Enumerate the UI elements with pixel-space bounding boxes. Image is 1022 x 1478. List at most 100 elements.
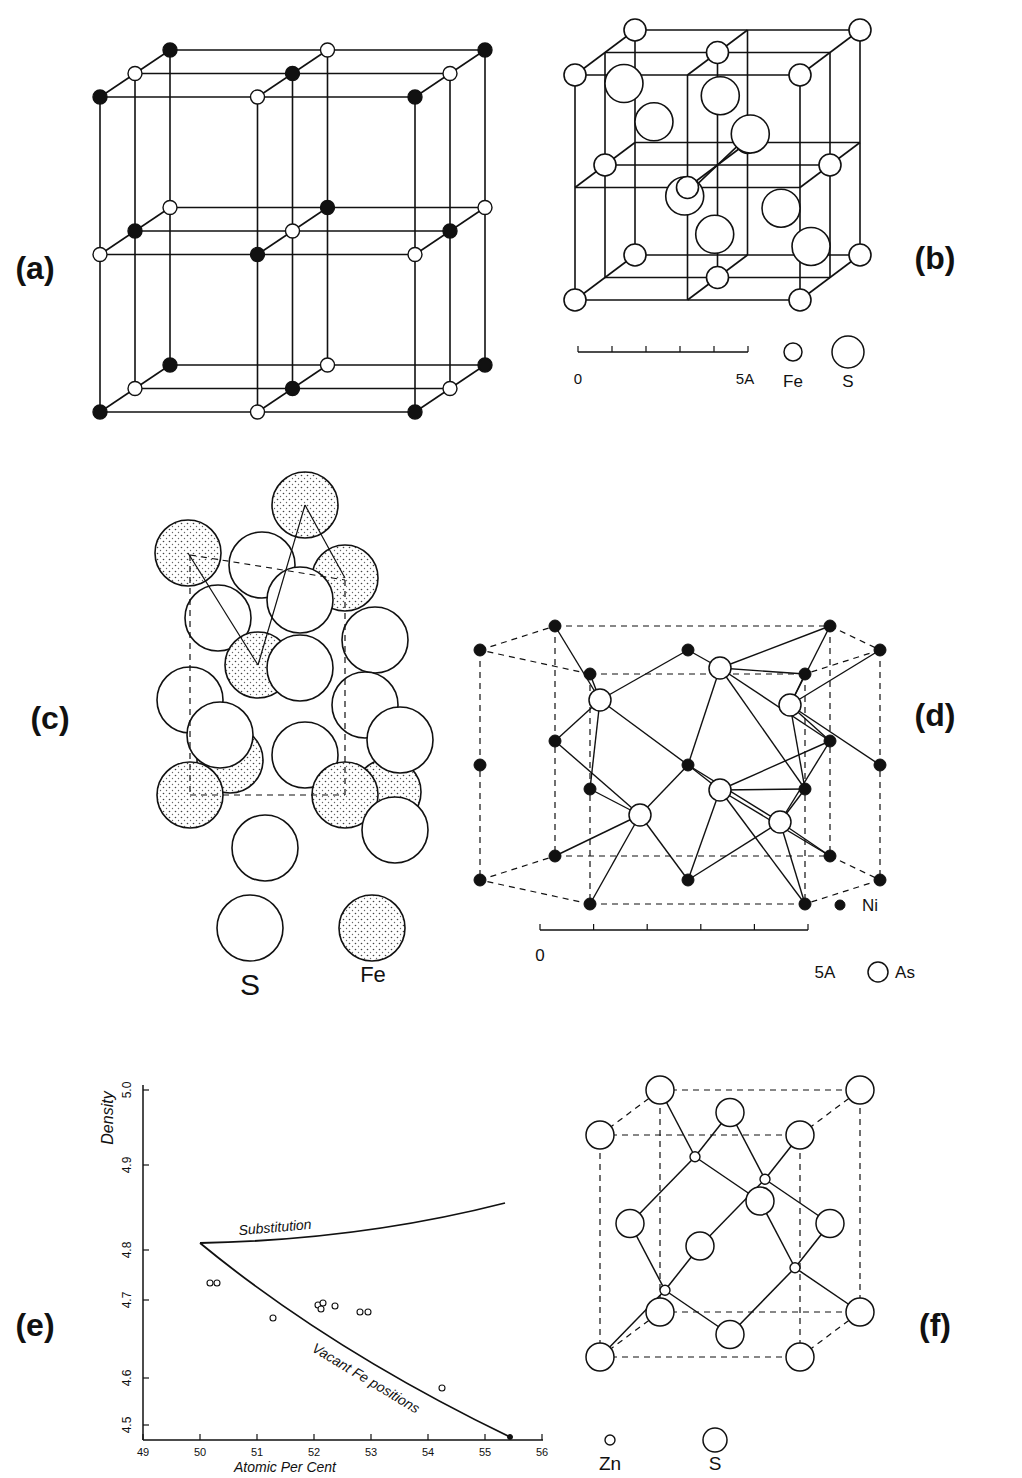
nickel-atom (799, 668, 811, 680)
displacement-arrow (258, 505, 305, 665)
arsenic-atom (709, 779, 731, 801)
sulfur-atom (586, 1121, 614, 1149)
nickel-atom (874, 874, 886, 886)
legend-label: Fe (360, 964, 386, 986)
legend-swatch (703, 1428, 727, 1452)
nickel-atom (549, 735, 561, 747)
axis-tick-label: 51 (251, 1447, 263, 1458)
sulfur-atom (762, 189, 800, 227)
ni-as-bond (720, 668, 830, 741)
cell-edge (859, 1090, 860, 1312)
y-axis (142, 1085, 144, 1440)
anion-atom (93, 248, 107, 262)
iron-atom (624, 244, 646, 266)
iron-atom (819, 154, 841, 176)
iron-atom (707, 42, 729, 64)
data-point (357, 1309, 363, 1315)
x-tick (142, 1434, 143, 1440)
vacancy-curve (200, 1243, 510, 1437)
arsenic-atom (769, 811, 791, 833)
sulfur-sphere (187, 702, 253, 768)
cell-edge (830, 626, 880, 650)
legend-swatch (217, 895, 283, 961)
cell-edge (480, 626, 555, 650)
nickel-atom (824, 850, 836, 862)
iron-atom (789, 289, 811, 311)
arsenic-atom (589, 689, 611, 711)
ni-as-bond (790, 705, 880, 765)
cation-atom (93, 405, 107, 419)
cell-edge (600, 1356, 800, 1357)
x-tick (370, 1434, 371, 1440)
panel-label: (d) (915, 699, 956, 731)
y-tick (143, 1377, 149, 1378)
figure-label: 0 (535, 947, 544, 964)
nickel-atom (682, 759, 694, 771)
sulfur-atom (731, 115, 769, 153)
cation-atom (251, 248, 265, 262)
sulfur-sphere (232, 815, 298, 881)
anion-atom (286, 224, 300, 238)
ni-as-bond (720, 741, 830, 790)
nickel-atom (824, 735, 836, 747)
scale-tick (700, 924, 701, 930)
ni-as-bond (790, 650, 880, 705)
ni-as-bond (720, 790, 830, 856)
pyrite-lattice (564, 19, 871, 311)
data-point (508, 1435, 513, 1440)
nickel-atom (549, 620, 561, 632)
iron-atom (594, 154, 616, 176)
iron-atom (564, 289, 586, 311)
iron-atom (707, 267, 729, 289)
nickel-atom (474, 644, 486, 656)
figure-label: 5A (736, 371, 754, 386)
legend-label: As (895, 964, 915, 981)
scale-tick (611, 346, 612, 352)
nickel-atom (474, 874, 486, 886)
ni-as-bond (600, 700, 688, 765)
ni-as-bond (688, 790, 720, 880)
y-tick (143, 1089, 149, 1090)
cell-edge (600, 1134, 800, 1135)
x-tick (313, 1434, 314, 1440)
sulfur-atom (786, 1121, 814, 1149)
anion-atom (251, 405, 265, 419)
panel-label: (e) (15, 1309, 54, 1341)
axis-tick-label: 4.5 (121, 1417, 133, 1434)
scale-tick (679, 346, 680, 352)
anion-atom (128, 67, 142, 81)
sulfur-sphere (362, 797, 428, 863)
ni-as-bond (720, 790, 805, 904)
data-point (365, 1309, 371, 1315)
figure-label: Density (100, 1091, 116, 1144)
anion-atom (443, 382, 457, 396)
figure-label: Substitution (238, 1217, 312, 1237)
data-point (318, 1306, 324, 1312)
scale-tick (593, 924, 594, 930)
anion-atom (478, 201, 492, 215)
y-tick (143, 1424, 149, 1425)
scale-bar (578, 351, 748, 352)
nickel-atom (799, 783, 811, 795)
anion-atom (251, 90, 265, 104)
nickel-atom (584, 783, 596, 795)
anion-atom (443, 67, 457, 81)
figure-label: 0 (574, 371, 582, 386)
legend-label: Zn (599, 1454, 621, 1473)
cation-atom (93, 90, 107, 104)
axis-tick-label: 55 (479, 1447, 491, 1458)
nickel-atom (682, 644, 694, 656)
displacement-arrow (305, 505, 345, 578)
cell-edge (555, 855, 830, 856)
nickel-atom (584, 668, 596, 680)
sulfur-atom (846, 1298, 874, 1326)
data-point (439, 1385, 445, 1391)
data-point (207, 1280, 213, 1286)
cell-edge (590, 673, 805, 674)
lattice-line (258, 208, 328, 255)
cation-atom (443, 224, 457, 238)
axis-tick-label: 4.8 (121, 1242, 133, 1259)
